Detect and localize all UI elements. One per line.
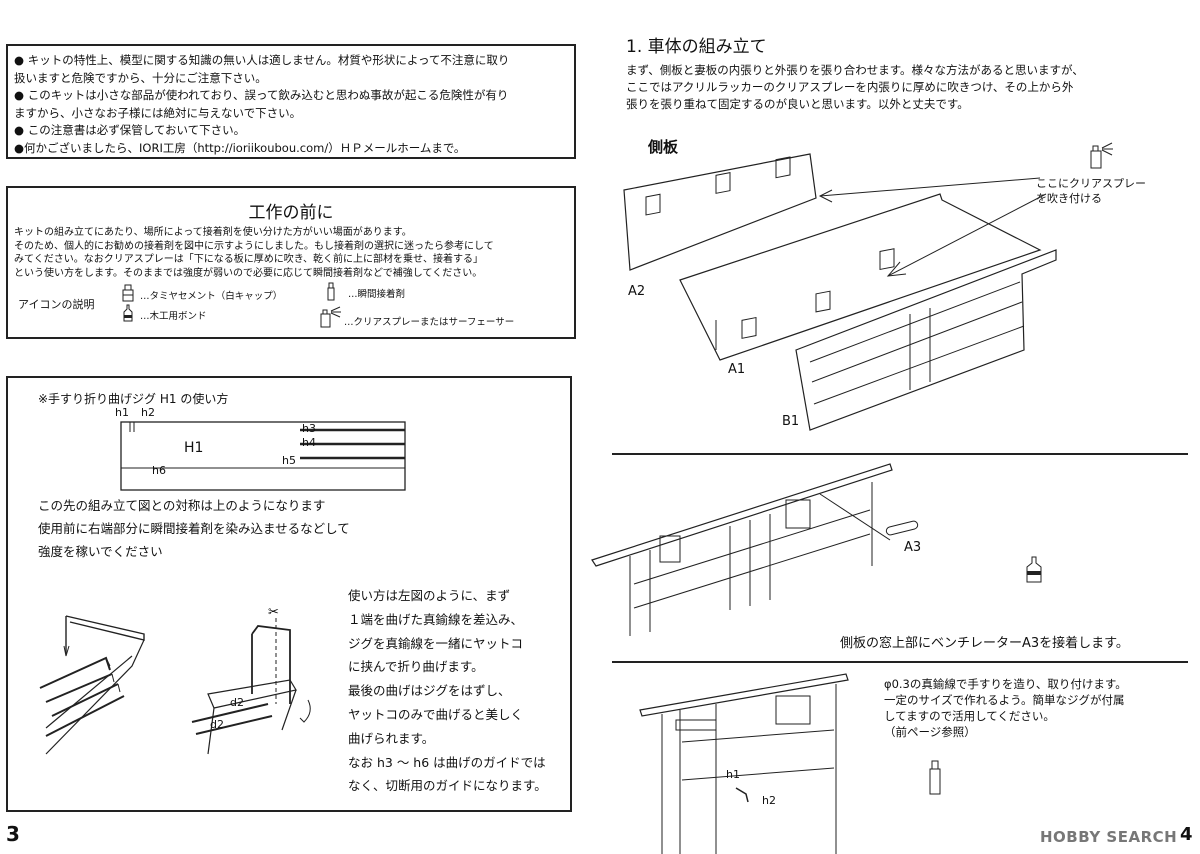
handrail-label-h2: h2 (762, 794, 776, 807)
bend-label-d2: d2 (210, 718, 224, 731)
caution-line: 扱いますと危険ですから、十分にご注意下さい。 (14, 70, 267, 85)
jig-label-h2: h2 (141, 406, 155, 419)
intro-line: まず、側板と妻板の内張りと外張りを張り合わせます。様々な方法があると思いますが、 (626, 63, 1084, 77)
jig-text-2: 使い方は左図のように、まず １端を曲げた真鍮線を差込み、 ジグを真鍮線を一緒にヤ… (348, 584, 547, 798)
part-label-A3: A3 (904, 540, 922, 555)
handrail-note: φ0.3の真鍮線で手すりを造り、取り付けます。 一定のサイズで作れるよう。簡単な… (884, 676, 1127, 740)
jig-line: に挟んで折り曲げます。 (348, 659, 484, 675)
page-number-right: 4 (1180, 824, 1193, 845)
jig-line: 使い方は左図のように、まず (348, 588, 511, 603)
spray-can-icon (1090, 142, 1113, 169)
part-label-A2: A2 (628, 284, 646, 299)
jig-line: 強度を稼いでください (38, 544, 163, 559)
jig-label-h6: h6 (152, 464, 166, 477)
jig-h1-diagram (120, 421, 406, 491)
caution-line: ● キットの特性上、模型に関する知識の無い人は適しません。材質や形状によって不注… (14, 53, 510, 67)
caution-line: ● この注意書は必ず保管しておいて下さい。 (14, 123, 246, 137)
caution-lines: ● キットの特性上、模型に関する知識の無い人は適しません。材質や形状によって不注… (14, 52, 509, 157)
caution-line: ますから、小さなお子様には絶対に与えないで下さい。 (14, 105, 302, 120)
intro-line: 張りを張り重ねて固定するのが良いと思います。以外と丈夫です。 (626, 97, 969, 111)
spray-can-icon (320, 306, 341, 328)
jig-text-1: この先の組み立て図との対称は上のようになります 使用前に右端部分に瞬間接着剤を染… (38, 494, 350, 563)
before-work-line: という使い方をします。そのままでは強度が弱いので必要に応じて瞬間接着剤などで補強… (14, 267, 483, 279)
section-divider (612, 661, 1188, 663)
glue-tube-icon (327, 282, 335, 301)
handrail-note-line: φ0.3の真鍮線で手すりを造り、取り付けます。 (884, 677, 1127, 691)
side-panel-exploded-diagram (623, 153, 1057, 431)
ventilator-note: 側板の窓上部にベンチレーターA3を接着します。 (840, 636, 1129, 651)
ventilator-diagram (591, 463, 919, 636)
wood-bond-icon (1026, 556, 1042, 583)
icon-label: …木工用ボンド (140, 311, 207, 322)
handrail-label-h1: h1 (726, 768, 740, 781)
caution-line: ●何かございましたら、IORI工房（http://ioriikoubou.com… (14, 140, 466, 155)
jig-line: ジグを真鍮線を一緒にヤットコ (348, 635, 524, 651)
svg-text:✂: ✂ (268, 605, 279, 620)
handrail-note-line: （前ページ参照） (884, 725, 976, 739)
glue-tube-icon (929, 760, 941, 795)
icon-label: …タミヤセメント（白キャップ） (140, 291, 283, 302)
jig-label-H1: H1 (184, 440, 204, 456)
handrail-note-line: 一定のサイズで作れるよう。簡単なジグが付属 (884, 693, 1125, 707)
before-work-title: 工作の前に (248, 203, 334, 223)
caution-box: ● キットの特性上、模型に関する知識の無い人は適しません。材質や形状によって不注… (6, 44, 576, 159)
jig-line: ヤットコのみで曲げると美しく (348, 706, 524, 722)
spray-note: ここにクリアスプレー を吹き付ける (1036, 176, 1146, 206)
icon-heading: アイコンの説明 (18, 298, 95, 311)
intro-line: ここではアクリルラッカーのクリアスプレーを内張りに厚めに吹きつけ、その上から外 (626, 80, 1074, 94)
bend-label-d2: d2 (230, 696, 244, 709)
jig-line: 使用前に右端部分に瞬間接着剤を染み込ませるなどして (38, 521, 350, 536)
bending-illustration-1 (39, 615, 145, 755)
caution-line: ● このキットは小さな部品が使われており、誤って飲み込むと思わぬ事故が起こる危険… (14, 88, 509, 102)
icon-label: …クリアスプレーまたはサーフェーサー (344, 317, 515, 328)
spray-note-line: ここにクリアスプレー (1036, 177, 1146, 190)
jig-label-h3: h3 (302, 422, 316, 435)
jig-line: この先の組み立て図との対称は上のようになります (38, 498, 326, 513)
jig-label-h5: h5 (282, 454, 296, 467)
spray-note-line: を吹き付ける (1036, 192, 1102, 205)
wood-bond-icon (123, 304, 133, 322)
jig-line: なく、切断用のガイドになります。 (348, 778, 547, 794)
before-work-line: そのため、個人的にお勧めの接着剤を図中に示すようにしました。もし接着剤の選択に迷… (14, 240, 494, 252)
jig-line: 最後の曲げはジグをはずし、 (348, 683, 511, 699)
section-intro: まず、側板と妻板の内張りと外張りを張り合わせます。様々な方法があると思いますが、… (626, 62, 1084, 113)
before-work-line: みてください。なおクリアスプレーは「下になる板に厚めに吹き、乾く前に上に部材を乗… (14, 254, 483, 265)
before-work-body: キットの組み立てにあたり、場所によって接着剤を使い分けた方がいい場面があります。… (14, 226, 494, 280)
handrail-diagram (639, 673, 849, 854)
before-work-line: キットの組み立てにあたり、場所によって接着剤を使い分けた方がいい場面があります。 (14, 227, 412, 238)
jig-line: 曲げられます。 (348, 730, 435, 746)
page-number-left: 3 (6, 822, 20, 846)
jig-box: ※手すり折り曲げジグ H1 の使い方 h1 h2 H1 h3 h4 h5 h6 … (6, 376, 572, 812)
icon-label: …瞬間接着剤 (348, 289, 406, 300)
jig-label-h1: h1 (115, 406, 129, 419)
side-panel-label: 側板 (648, 138, 679, 156)
section-title: 1. 車体の組み立て (626, 37, 767, 57)
section-divider (612, 453, 1188, 455)
bending-illustration-2: ✂ (191, 605, 311, 755)
part-label-B1: B1 (782, 414, 800, 429)
watermark: HOBBY SEARCH (1040, 828, 1178, 846)
before-work-box: 工作の前に キットの組み立てにあたり、場所によって接着剤を使い分けた方がいい場面… (6, 186, 576, 339)
jig-title: ※手すり折り曲げジグ H1 の使い方 (38, 392, 229, 406)
cement-bottle-icon (122, 284, 134, 302)
jig-line: １端を曲げた真鍮線を差込み、 (348, 611, 524, 627)
jig-line: なお h3 ～ h6 は曲げのガイドでは (348, 754, 546, 770)
part-label-A1: A1 (728, 362, 746, 377)
jig-label-h4: h4 (302, 436, 316, 449)
handrail-note-line: してますので活用してください。 (884, 709, 1055, 723)
